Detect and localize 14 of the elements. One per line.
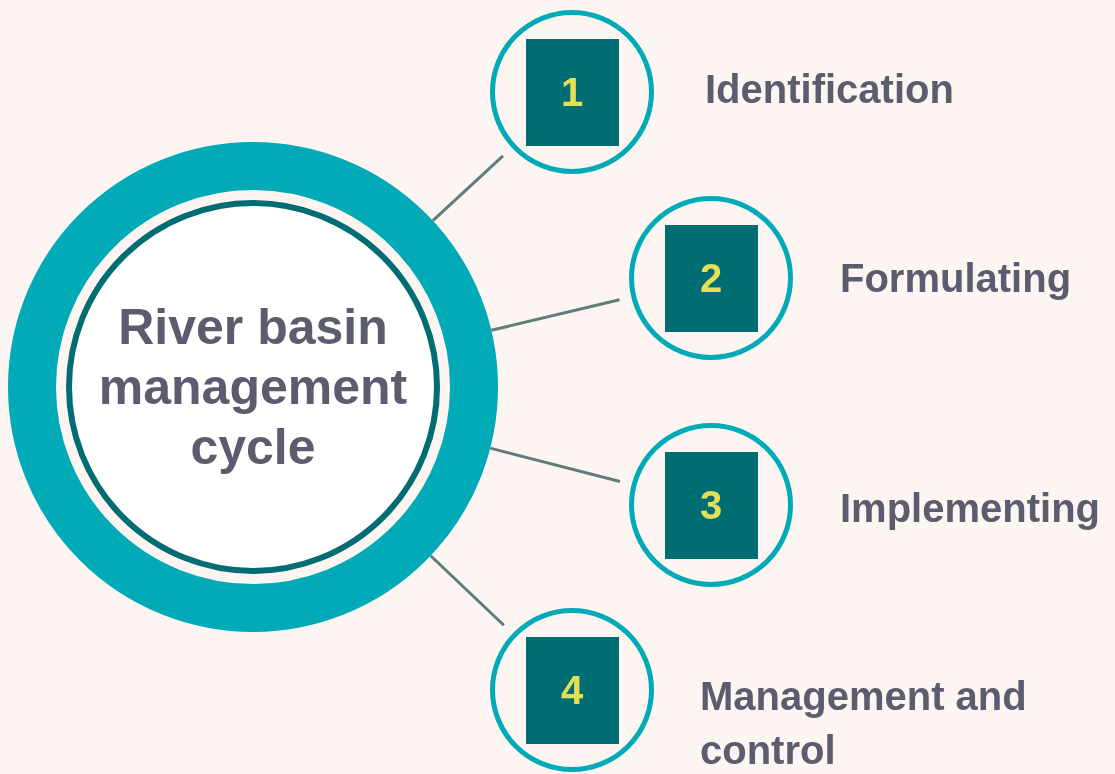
step-label: Management and control	[700, 673, 1028, 774]
step-label: Implementing	[840, 485, 1102, 532]
step-number: 4	[525, 636, 619, 744]
step-label: Identification	[705, 66, 955, 113]
connector-line	[491, 298, 620, 332]
connector-line	[429, 554, 505, 627]
step-number: 3	[664, 451, 758, 559]
step-label: Formulating	[840, 255, 1073, 302]
connector-line	[489, 446, 621, 483]
step-number: 2	[664, 224, 758, 332]
cycle-title: River basin management cycle	[97, 298, 409, 477]
connector-line	[431, 154, 504, 222]
step-number: 1	[525, 38, 619, 146]
cycle-ring	[8, 142, 498, 632]
